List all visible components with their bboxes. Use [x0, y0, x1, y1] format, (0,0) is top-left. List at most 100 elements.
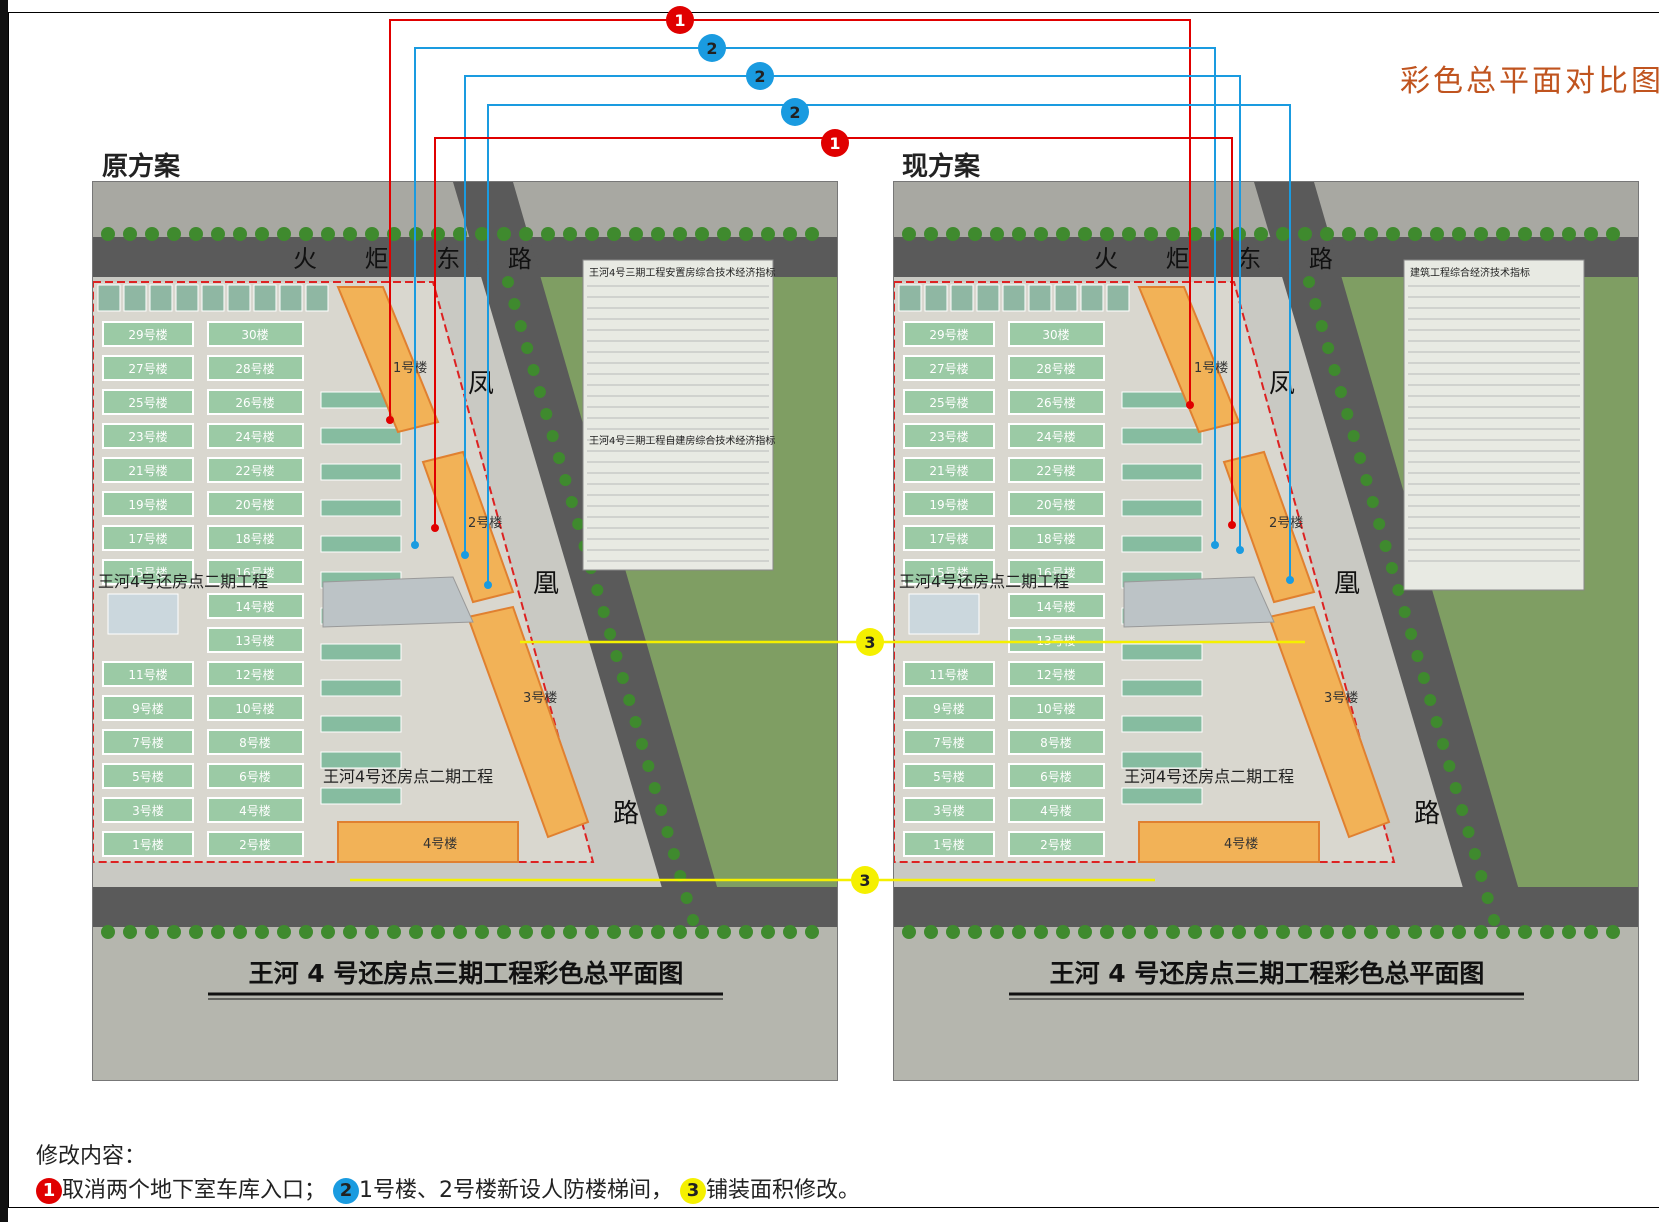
tree-icon [1122, 925, 1136, 939]
residential-building [102, 457, 194, 483]
tree-icon [277, 925, 291, 939]
tree-icon [343, 925, 357, 939]
tree-icon [661, 826, 674, 838]
building-label: 26号楼 [1036, 395, 1075, 410]
tree-icon [1456, 804, 1469, 816]
building-label: 24号楼 [1036, 429, 1075, 444]
tree-icon [1364, 227, 1378, 241]
tower-label: 3号楼 [1324, 691, 1358, 706]
residential-building [903, 831, 995, 857]
building-label: 20号楼 [1036, 497, 1075, 512]
tree-icon [1430, 227, 1444, 241]
building-label: 7号楼 [132, 735, 164, 750]
tree-icon [1379, 540, 1392, 552]
residential-building [207, 525, 304, 551]
residential-building [207, 831, 304, 857]
tree-icon [365, 925, 379, 939]
indicator-table [1403, 259, 1585, 591]
tree-icon [1342, 227, 1356, 241]
building-label: 11号楼 [128, 667, 167, 682]
tree-icon [101, 925, 115, 939]
building-label: 22号楼 [235, 463, 274, 478]
page-title: 彩色总平面对比图 [1400, 64, 1659, 99]
marker-1-badge: 1 [36, 1178, 62, 1204]
original-scheme-label: 原方案 [102, 152, 181, 182]
tree-icon [635, 738, 648, 750]
residential-building [102, 423, 194, 449]
tree-icon [559, 474, 572, 486]
tree-icon [508, 298, 521, 310]
existing-building [924, 284, 948, 312]
residential-building [207, 491, 304, 517]
residential-building [102, 355, 194, 381]
tree-icon [1100, 227, 1114, 241]
tree-icon [145, 925, 159, 939]
tree-icon [651, 925, 665, 939]
tree-icon [1518, 227, 1532, 241]
tree-icon [145, 227, 159, 241]
tree-icon [1232, 925, 1246, 939]
tree-icon [1334, 386, 1347, 398]
building-label: 23号楼 [929, 429, 968, 444]
tree-icon [597, 606, 610, 618]
tree-icon [585, 227, 599, 241]
paving-area [322, 576, 474, 628]
mid-building [320, 499, 402, 517]
existing-building [175, 284, 199, 312]
building-label: 17号楼 [128, 531, 167, 546]
building-label: 1号楼 [132, 837, 164, 852]
tree-icon [1328, 364, 1341, 376]
east-road-label: 凤 [468, 369, 494, 399]
tree-icon [591, 584, 604, 596]
drawing-frame [8, 12, 1659, 1208]
project-label: 王河4号还房点二期工程 [1124, 767, 1294, 786]
tree-icon [167, 925, 181, 939]
building-label: 18号楼 [1036, 531, 1075, 546]
existing-building [1028, 284, 1052, 312]
existing-building [1054, 284, 1078, 312]
building-label: 18号楼 [235, 531, 274, 546]
tree-icon [101, 227, 115, 241]
tree-icon [1012, 925, 1026, 939]
building-label: 13号楼 [235, 633, 274, 648]
tree-icon [365, 227, 379, 241]
tree-icon [453, 227, 467, 241]
building-label: 3号楼 [933, 803, 965, 818]
building-label: 6号楼 [1040, 769, 1072, 784]
tower-3 [466, 605, 590, 839]
existing-building [305, 284, 329, 312]
building-label: 8号楼 [1040, 735, 1072, 750]
tower-3 [1267, 605, 1391, 839]
tree-icon [572, 518, 585, 530]
tree-icon [946, 227, 960, 241]
tree-icon [1254, 925, 1268, 939]
tree-icon [1320, 227, 1334, 241]
building-label: 10号楼 [1036, 701, 1075, 716]
building-label: 19号楼 [128, 497, 167, 512]
tree-icon [299, 227, 313, 241]
building-label: 12号楼 [1036, 667, 1075, 682]
building-label: 25号楼 [128, 395, 167, 410]
residential-building [207, 423, 304, 449]
tree-icon [1354, 452, 1367, 464]
tree-icon [1315, 320, 1328, 332]
building-label: 19号楼 [929, 497, 968, 512]
building-label: 26号楼 [235, 395, 274, 410]
tower-label: 1号楼 [1194, 361, 1228, 376]
residential-building [1008, 695, 1105, 721]
tree-icon [585, 925, 599, 939]
tower-label: 1号楼 [393, 361, 427, 376]
tree-icon [502, 276, 514, 288]
tree-icon [739, 925, 753, 939]
tree-icon [541, 227, 555, 241]
tree-icon [431, 925, 445, 939]
tree-icon [1056, 227, 1070, 241]
residential-building [102, 763, 194, 789]
east-road-label: 凰 [1334, 569, 1360, 599]
tree-icon [1562, 925, 1576, 939]
residential-building [102, 661, 194, 687]
existing-building [253, 284, 277, 312]
tree-icon [277, 227, 291, 241]
existing-building [1080, 284, 1104, 312]
residential-building [1008, 797, 1105, 823]
